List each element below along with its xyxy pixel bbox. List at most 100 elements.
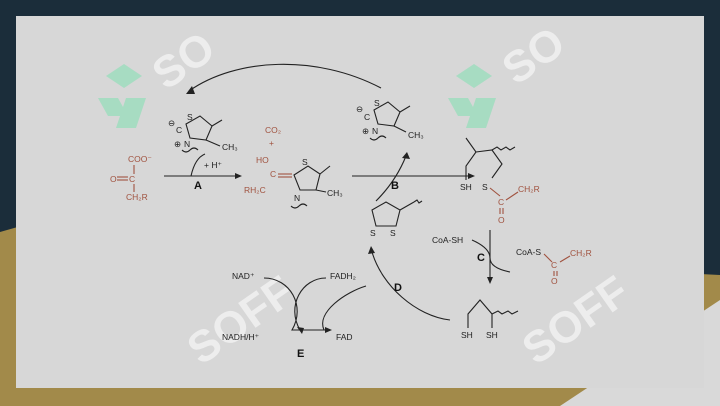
step-e-arrow-2 <box>263 277 328 331</box>
adduct-chain: RH₂C <box>244 185 266 195</box>
lipoamide: S S <box>370 199 423 238</box>
logo-icon-2 <box>448 64 496 128</box>
bond <box>393 125 407 133</box>
watermark-text-2: SO <box>494 18 574 95</box>
adduct-s: S <box>302 157 308 167</box>
tpp-ylide-right: S C N CH₃ ⊖ ⊕ <box>356 98 424 141</box>
pyruvate: COO⁻ O C CH₂R <box>110 154 152 202</box>
tpp-right-plus: ⊕ <box>362 126 369 136</box>
thiazole-ring <box>373 101 401 127</box>
tpp-right-n: N <box>372 126 378 136</box>
bond <box>543 253 553 263</box>
arrowhead-icon <box>368 246 375 254</box>
arrowhead-icon <box>235 173 242 179</box>
wavy-bond <box>290 203 308 209</box>
lipoamide-s1: S <box>370 228 376 238</box>
thiazole-ring <box>185 115 213 141</box>
logo-icon <box>98 64 146 128</box>
watermark-text-4: SOFF <box>514 267 638 374</box>
tpp-top-n: N <box>184 139 190 149</box>
acyl-lipoamide: SH S C O CH₂R <box>460 137 540 225</box>
step-e-label: E <box>297 348 304 360</box>
pyruvate-carboxylate: COO⁻ <box>128 154 152 164</box>
chain-bond <box>475 149 503 179</box>
adduct-ch3: CH₃ <box>327 188 343 198</box>
dihydrolipoamide: SH SH <box>461 299 519 340</box>
step-b-label: B <box>391 180 399 192</box>
acyl-sh: SH <box>460 182 472 192</box>
dithiolane-ring <box>371 201 401 227</box>
acyl-chain: CH₂R <box>518 184 540 194</box>
pyruvate-keto-o: O <box>110 174 117 184</box>
adduct-c: C <box>270 169 276 179</box>
tpp-right-minus: ⊖ <box>356 104 363 114</box>
tpp-top-minus: ⊖ <box>168 118 175 128</box>
tpp-right-s: S <box>374 98 380 108</box>
arrowhead-icon <box>325 327 332 333</box>
bond <box>399 105 411 113</box>
chain-bond <box>467 299 493 328</box>
tpp-right-ch3: CH₃ <box>408 130 424 140</box>
acyl-coa-o: O <box>551 276 558 286</box>
bond <box>399 201 415 211</box>
dihydro-sh1: SH <box>461 330 473 340</box>
acyl-o: O <box>498 215 505 225</box>
tpp-ylide-top: S C N CH₃ ⊖ ⊕ <box>168 112 238 153</box>
regeneration-arrow <box>188 63 382 92</box>
step-a-branch <box>190 153 206 177</box>
adduct-n: N <box>294 193 300 203</box>
tpp-top-c: C <box>176 125 182 135</box>
wavy-bond <box>369 135 387 141</box>
lipoamide-s2: S <box>390 228 396 238</box>
step-a: + H⁺ A <box>164 153 242 192</box>
arrowhead-icon <box>468 173 475 179</box>
wavy-bond <box>491 146 516 151</box>
arrowhead-icon <box>402 152 410 159</box>
bond <box>489 187 501 197</box>
bond <box>319 165 331 175</box>
acyl-coa-prefix: CoA-S <box>516 247 541 257</box>
bond <box>205 139 221 147</box>
step-e-link <box>322 285 367 331</box>
hydroxyethyl-tpp: CO₂ + HO C RH₂C S N CH₃ <box>244 125 343 209</box>
redox-nad: NAD⁺ <box>232 271 255 281</box>
step-d-arrow <box>371 251 451 321</box>
coash-label: CoA-SH <box>432 235 463 245</box>
step-a-label: A <box>194 180 202 192</box>
step-c-branch <box>471 239 511 273</box>
adduct-plus: + <box>269 138 274 148</box>
slide-panel: SO SO SOFF SOFF COO⁻ O C CH₂R S C N CH₃ … <box>16 16 704 388</box>
bond <box>315 189 327 193</box>
arrowhead-icon <box>487 277 493 284</box>
watermark-text-1: SO <box>144 23 224 100</box>
wavy-bond <box>491 310 519 315</box>
adduct-ho: HO <box>256 155 269 165</box>
redox-fad: FAD <box>336 332 353 342</box>
pyruvate-keto-c: C <box>129 174 135 184</box>
chain-bond <box>465 137 477 180</box>
wavy-bond <box>413 199 423 204</box>
tpp-right-c: C <box>364 112 370 122</box>
tpp-top-s: S <box>187 112 193 122</box>
wavy-bond <box>181 147 199 153</box>
step-d-label: D <box>394 282 402 294</box>
step-b: B <box>352 152 475 202</box>
pyruvate-dehydrogenase-diagram: SO SO SOFF SOFF COO⁻ O C CH₂R S C N CH₃ … <box>98 18 638 374</box>
watermark-text-3: SOFF <box>179 267 303 374</box>
arrowhead-icon <box>186 86 195 94</box>
step-c: CoA-SH C CoA-S C O CH₂R <box>432 230 592 286</box>
acyl-coa-chain: CH₂R <box>570 248 592 258</box>
step-e: NAD⁺ NADH/H⁺ FADH₂ FAD E <box>222 271 367 360</box>
acyl-c: C <box>498 197 504 207</box>
step-d: D <box>368 246 451 321</box>
step-c-label: C <box>477 252 485 264</box>
redox-fadh2: FADH₂ <box>330 271 356 281</box>
thiazole-ring <box>293 165 321 191</box>
bond <box>559 255 571 263</box>
tpp-top-ch3: CH₃ <box>222 142 238 152</box>
step-b-curl <box>375 155 407 202</box>
bond <box>505 191 519 201</box>
redox-nadh: NADH/H⁺ <box>222 332 260 342</box>
step-a-proton: + H⁺ <box>204 160 222 170</box>
adduct-co2: CO₂ <box>265 125 281 135</box>
